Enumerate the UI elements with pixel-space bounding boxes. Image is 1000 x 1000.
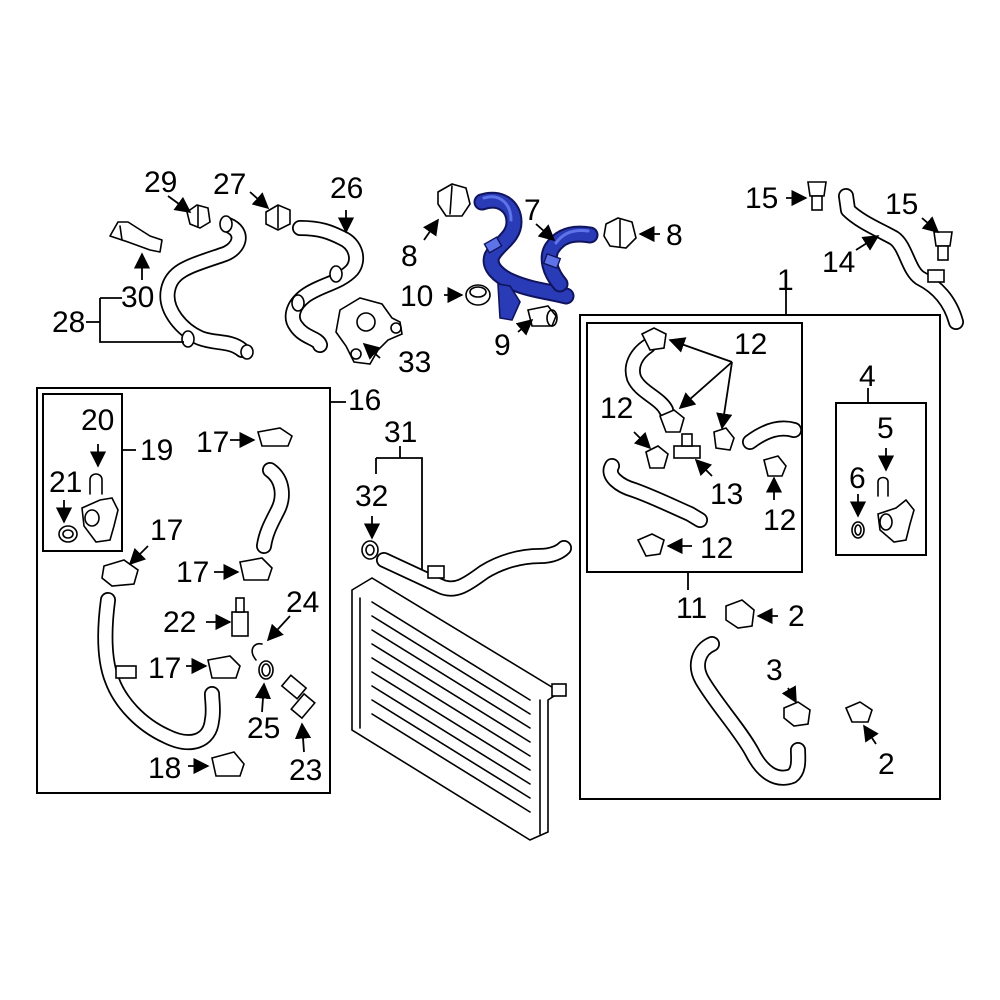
- callout-22: 22: [163, 606, 196, 639]
- clip-24[interactable]: [251, 642, 263, 661]
- sensor-23[interactable]: [280, 674, 316, 720]
- callout-29: 29: [144, 166, 177, 199]
- clamp-12-c[interactable]: [645, 445, 669, 469]
- callout-16: 16: [348, 384, 381, 417]
- o-ring-6[interactable]: [851, 521, 865, 539]
- hose-16-lower[interactable]: [97, 592, 221, 751]
- callout-17-left: 17: [150, 514, 183, 547]
- callout-24: 24: [286, 586, 319, 619]
- pipe-31[interactable]: [376, 540, 572, 597]
- clamp-2-upper[interactable]: [725, 599, 755, 629]
- callout-27: 27: [213, 168, 246, 201]
- clamp-17-mid[interactable]: [239, 557, 273, 581]
- callout-17-mid: 17: [176, 556, 209, 589]
- clamp-2-lower[interactable]: [844, 701, 873, 723]
- leader-lines: [55, 189, 940, 775]
- clamp-12-f[interactable]: [636, 533, 665, 557]
- callout-8-left: 8: [401, 240, 418, 273]
- callout-3: 3: [766, 654, 783, 687]
- hose-26[interactable]: [284, 220, 365, 353]
- flange-19[interactable]: [81, 497, 119, 543]
- clamp-17-left[interactable]: [101, 559, 139, 587]
- callout-15-right: 15: [885, 188, 918, 221]
- callout-25: 25: [247, 712, 280, 745]
- callout-2-lower: 2: [878, 748, 895, 781]
- callout-12-left: 12: [600, 392, 633, 425]
- clamp-12-e[interactable]: [763, 455, 787, 477]
- callout-30: 30: [121, 281, 154, 314]
- callout-10: 10: [400, 280, 433, 313]
- callout-8-right: 8: [666, 219, 683, 252]
- clamp-17-low[interactable]: [207, 655, 241, 679]
- callout-9: 9: [494, 329, 511, 362]
- clamp-8-left[interactable]: [437, 183, 471, 217]
- callout-23: 23: [289, 754, 322, 787]
- bleeder-screw-15-left[interactable]: [807, 181, 827, 211]
- callout-11: 11: [676, 592, 707, 625]
- connector-9[interactable]: [527, 305, 558, 327]
- clamp-8-right[interactable]: [603, 217, 637, 249]
- callout-15-left: 15: [745, 182, 778, 215]
- callout-5: 5: [877, 412, 894, 445]
- callout-20: 20: [81, 404, 114, 437]
- callout-2-upper: 2: [788, 600, 805, 633]
- callout-33: 33: [398, 346, 431, 379]
- hose-11-short[interactable]: [742, 420, 802, 450]
- hose-1-lower[interactable]: [689, 636, 807, 786]
- o-ring-32[interactable]: [361, 540, 379, 560]
- callout-28: 28: [52, 306, 85, 339]
- callout-17-low: 17: [148, 652, 181, 685]
- bleeder-screw-15-right[interactable]: [933, 231, 953, 261]
- callout-12-top: 12: [734, 328, 767, 361]
- clamp-3[interactable]: [783, 701, 811, 727]
- t-connector-13[interactable]: [673, 433, 701, 459]
- callout-17-top: 17: [196, 426, 229, 459]
- clamp-12-b[interactable]: [658, 409, 685, 433]
- pipe-11-lower[interactable]: [602, 458, 708, 528]
- callout-21: 21: [49, 466, 82, 499]
- group-box-19: [42, 393, 123, 552]
- hose-16-upper[interactable]: [256, 462, 290, 554]
- pipe-14[interactable]: [838, 188, 964, 330]
- clamp-17-top[interactable]: [256, 427, 293, 447]
- flange-4[interactable]: [877, 498, 915, 543]
- callout-19: 19: [140, 434, 173, 467]
- group-box-16: [36, 387, 331, 794]
- clip-20[interactable]: [89, 473, 103, 495]
- callout-12-bottom: 12: [700, 532, 733, 565]
- thermostat-housing-33[interactable]: [335, 297, 403, 365]
- callout-labels: 29 27 26 30 28 33 8 8 7 10 9 15 15 14 1 …: [49, 166, 918, 787]
- clip-5[interactable]: [877, 476, 889, 497]
- group-box-1: [579, 314, 941, 800]
- coolant-hose-7-highlighted[interactable]: [473, 191, 599, 321]
- group-box-4: [835, 402, 927, 556]
- callout-18: 18: [148, 752, 181, 785]
- callout-1: 1: [777, 264, 794, 297]
- callout-12-right: 12: [763, 504, 796, 537]
- o-ring-21[interactable]: [58, 525, 78, 543]
- group-box-11: [586, 322, 803, 573]
- clamp-29[interactable]: [186, 204, 211, 229]
- cap-10[interactable]: [465, 284, 491, 306]
- radiator[interactable]: [351, 577, 567, 841]
- hose-11-upper[interactable]: [624, 338, 674, 418]
- callout-13: 13: [710, 478, 743, 511]
- hose-assembly-28[interactable]: [159, 215, 254, 360]
- clamp-12-a[interactable]: [640, 327, 667, 351]
- connector-22[interactable]: [231, 597, 249, 637]
- callout-32: 32: [355, 480, 388, 513]
- bracket-30[interactable]: [109, 221, 163, 253]
- clamp-27[interactable]: [265, 204, 291, 231]
- callout-26: 26: [330, 172, 363, 205]
- callout-7: 7: [524, 194, 541, 227]
- callout-4: 4: [859, 360, 876, 393]
- o-ring-25[interactable]: [258, 660, 274, 680]
- callout-6: 6: [849, 462, 866, 495]
- clamp-12-d[interactable]: [713, 427, 735, 451]
- callout-31: 31: [384, 416, 417, 449]
- callout-14: 14: [822, 246, 855, 279]
- clamp-18[interactable]: [211, 751, 245, 777]
